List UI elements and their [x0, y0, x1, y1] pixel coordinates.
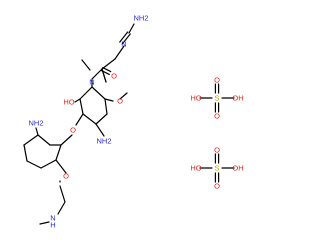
bond-c-o-link [75, 113, 84, 126]
ring-bond-5 [79, 98, 84, 115]
h2so4-top-oh-label: OH [232, 94, 243, 103]
ring-bond-2 [104, 98, 108, 115]
h2so4-top-ho-label: HO [190, 94, 201, 103]
amidine-nh2-label: NH2 [133, 14, 148, 23]
ring-bond-4 [82, 113, 97, 125]
sugar-ring-o-label: O [63, 172, 69, 181]
bond-amidine-c [128, 23, 135, 34]
h2so4-bottom-ho-label: HO [190, 164, 201, 173]
ring-nh2-label: NH2 [96, 137, 111, 146]
bond-ch2-co [101, 58, 116, 70]
bond-c-ome [104, 98, 114, 102]
h2so4-top-o-upper-label: O [214, 76, 220, 85]
sugar-nh2-label: NH2 [28, 119, 43, 128]
bond-co [102, 66, 112, 73]
bond-o-anomeric [60, 134, 73, 146]
hydroxyl-label: HO [63, 98, 74, 107]
h2so4-top-s-label: S [214, 94, 219, 103]
h2so4-bottom-o-lower-label: O [214, 182, 220, 191]
methylamine-h-label: H [50, 221, 55, 230]
imine-n-label: N [121, 40, 126, 49]
bond-layer [23, 23, 235, 225]
methoxy-o-label: O [117, 97, 123, 106]
sugar-bond-4 [23, 144, 28, 162]
sugar-bond-5 [23, 134, 39, 146]
ring-bond-6 [79, 86, 93, 100]
carbonyl-o-label: O [111, 72, 117, 81]
bond-ch2-n [57, 201, 66, 215]
bond-n-methyl [81, 59, 91, 71]
bond-ch2 [59, 185, 66, 203]
bond-ome-ch3 [119, 92, 128, 100]
ring-bond-1 [91, 86, 106, 100]
bond-amidine-cn [121, 33, 131, 45]
amide-n-label: N [89, 78, 94, 87]
h2so4-top-o-lower-label: O [214, 112, 220, 121]
sugar-bond-6 [37, 134, 51, 146]
bond-c-oh [74, 98, 81, 103]
bond-c-nh2 [95, 123, 105, 137]
bond-co-n [91, 68, 103, 80]
ring-bond-3 [95, 113, 108, 125]
bond-amidine-cn [119, 31, 129, 43]
sugar-bond-1 [55, 144, 62, 161]
sugar-bond-3 [26, 160, 42, 169]
glycosidic-o-label: O [70, 126, 76, 135]
bond-sugar-nh2 [35, 127, 39, 136]
h2so4-bottom-oh-label: OH [232, 164, 243, 173]
h2so4-bottom-s-label: S [214, 164, 219, 173]
h2so4-bottom-o-upper-label: O [214, 146, 220, 155]
sugar-bond-2 [40, 159, 57, 169]
methylamine-n-label: N [50, 214, 55, 223]
bond-n-ch3 [39, 221, 50, 225]
bond-n-ch2 [114, 45, 125, 60]
bond-co [100, 69, 110, 76]
bond-sugar-o [55, 159, 67, 174]
